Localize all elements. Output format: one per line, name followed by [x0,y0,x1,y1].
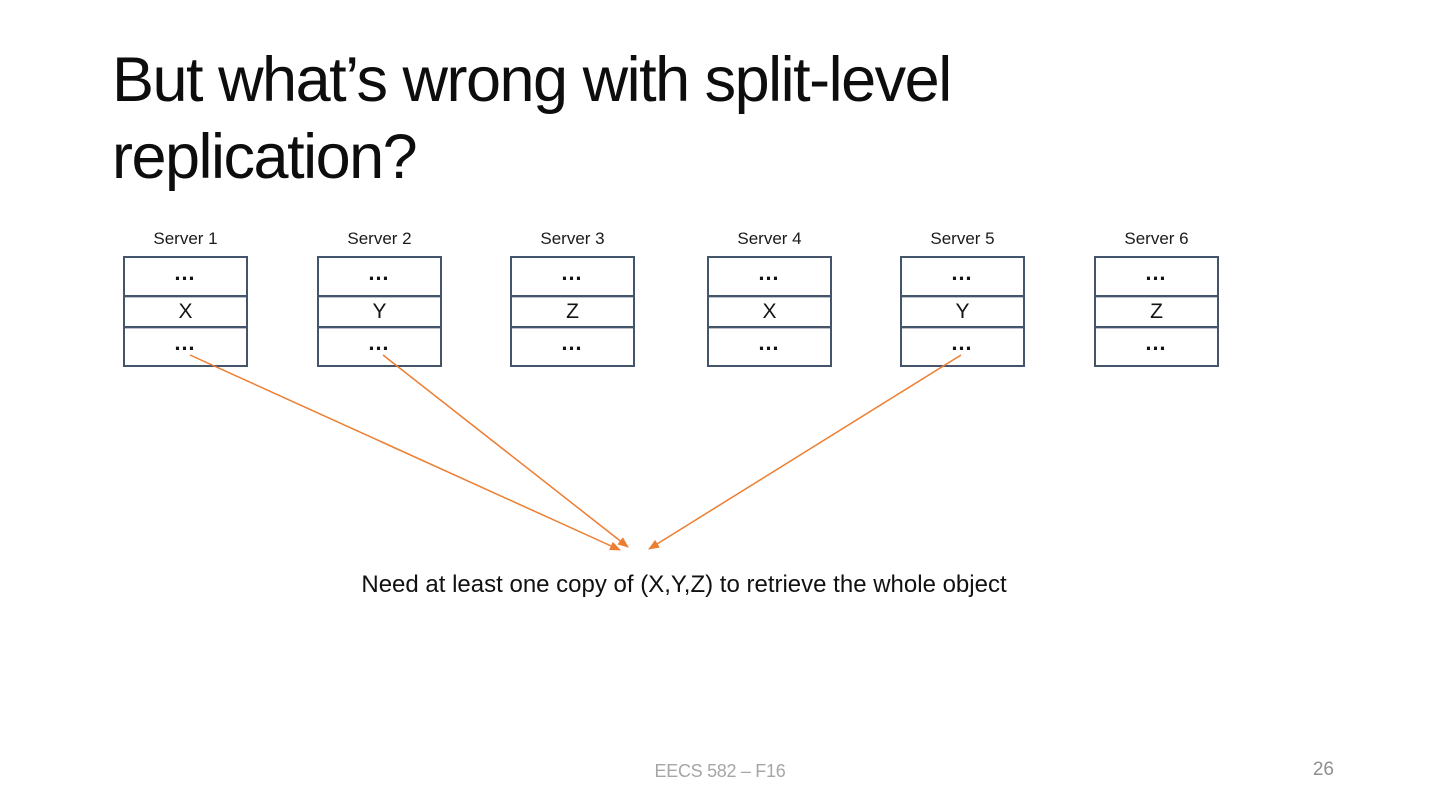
table-cell: Z [1096,295,1217,326]
table-cell: … [709,258,830,295]
server-6: Server 6 … Z … [1094,228,1219,367]
page-number: 26 [1312,759,1334,780]
server-table: … Z … [510,256,635,367]
table-cell: … [1096,258,1217,295]
server-3: Server 3 … Z … [510,228,635,367]
table-cell: … [512,326,633,365]
table-cell: Y [319,295,440,326]
server-1: Server 1 … X … [123,228,248,367]
server-table: … Z … [1094,256,1219,367]
arrow-line-server2 [382,354,629,548]
table-cell: X [125,295,246,326]
server-label: Server 5 [930,229,995,248]
table-cell: … [319,326,440,365]
table-cell: … [902,258,1023,295]
arrow-line-server5 [648,354,962,550]
table-cell: Y [902,295,1023,326]
table-cell: … [319,258,440,295]
table-cell: … [902,326,1023,365]
table-cell: Z [512,295,633,326]
table-cell: X [709,295,830,326]
footer-text: EECS 582 – F16 [654,761,786,781]
server-4: Server 4 … X … [707,228,832,367]
server-table: … Y … [900,256,1025,367]
server-label: Server 6 [1124,229,1189,248]
server-label: Server 1 [153,229,218,248]
table-cell: … [125,326,246,365]
table-cell: … [512,258,633,295]
server-label: Server 2 [347,229,412,248]
slide-title: But what’s wrong with split-level replic… [112,45,952,192]
server-table: … X … [123,256,248,367]
server-label: Server 3 [540,229,605,248]
server-table: … Y … [317,256,442,367]
server-5: Server 5 … Y … [900,228,1025,367]
server-table: … X … [707,256,832,367]
table-cell: … [1096,326,1217,365]
caption-text: Need at least one copy of (X,Y,Z) to ret… [361,571,1007,598]
server-2: Server 2 … Y … [317,228,442,367]
server-label: Server 4 [737,229,802,248]
arrow-line-server1 [189,354,621,551]
table-cell: … [125,258,246,295]
table-cell: … [709,326,830,365]
